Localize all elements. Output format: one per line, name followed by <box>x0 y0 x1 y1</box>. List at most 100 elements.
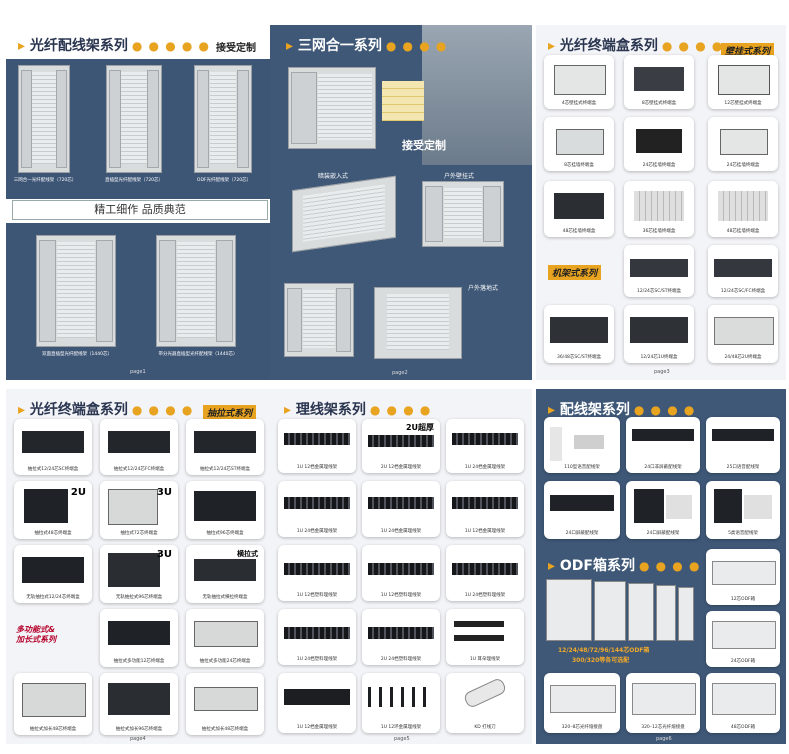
product-card: 24芯ODF箱 <box>706 611 780 667</box>
wall-series-tag: 壁挂式系列 <box>720 43 774 58</box>
product-card: 24口屏蔽配线架 <box>544 481 620 539</box>
product-card: 1U 12档塑料理线架 <box>362 545 440 601</box>
title-dots: ● ● ● ● ● <box>131 39 210 53</box>
product-card: 320–8芯光纤熔接盘 <box>544 673 620 733</box>
product-card: 抽拉式加长48芯终端盒 <box>14 673 92 735</box>
product-card: 25口语音配线架 <box>706 417 780 473</box>
cabinet-caption: ODF光纤配线架（720芯） <box>196 178 252 183</box>
product-card: 5类语音配线架 <box>706 481 780 539</box>
cabinet-caption: 双面直插型光纤配线架（1440芯） <box>42 352 112 357</box>
product-card: 抽拉式加长48芯终端盒 <box>186 673 264 735</box>
product-card: 2U 24档塑料理线架 <box>362 609 440 665</box>
cabinet-caption: 直插型光纤配线架（720芯） <box>104 178 164 183</box>
product-card: 1U 24档塑料理线架 <box>278 609 356 665</box>
product-card: 1U 12档金属理线架 <box>278 419 356 473</box>
cabinet-image <box>36 235 116 347</box>
drawer-series-tag: 抽拉式系列 <box>202 405 256 420</box>
recessed-box <box>292 175 396 253</box>
page-number: page1 <box>130 369 146 375</box>
product-card: 1U 24档金属理线架 <box>446 419 524 473</box>
panel2-title: ▸ 三网合一系列● ● ● ● <box>286 38 448 54</box>
panel-triple-network: ▸ 三网合一系列● ● ● ● 接受定制 暗装嵌入式 户外壁挂式 户外落地式 p… <box>270 25 532 380</box>
product-card: 横拉式无轨抽拉式横拉终端盒 <box>186 545 264 603</box>
custom-badge: 接受定制 <box>216 43 256 54</box>
product-card: 8芯挂墙终端盒 <box>544 117 614 171</box>
product-card: 36/48芯SC/ST终端盒 <box>544 305 614 363</box>
panel-fiber-distribution-frame: ▸ 光纤配线架系列● ● ● ● ● 接受定制 三网合一光纤配线架（720芯） … <box>6 25 270 380</box>
product-card: 48芯挂墙终端盒 <box>708 181 778 237</box>
product-card: 48芯挂墙终端盒 <box>544 181 614 237</box>
panel6-title: ▸ 配线架系列● ● ● ● <box>548 402 696 418</box>
title-marker-icon: ▸ <box>548 38 560 54</box>
custom-label: 接受定制 <box>402 139 446 152</box>
size-badge: 2U <box>70 487 86 498</box>
title-dots: ● ● ● ● <box>131 403 194 417</box>
title-marker-icon: ▸ <box>548 402 560 418</box>
product-card: 48芯ODF箱 <box>706 673 780 733</box>
product-card: 12/24芯1U终端盒 <box>624 305 694 363</box>
product-card: 抽拉式加长96芯终端盒 <box>100 673 178 735</box>
cabinet-caption: 带分光器直插型光纤配线架（1440芯） <box>158 352 238 357</box>
product-card: 12/24芯SC/ST终端盒 <box>624 245 694 297</box>
product-card: 36芯挂墙终端盒 <box>624 181 694 237</box>
title-marker-icon: ▸ <box>18 38 30 54</box>
title-marker-icon: ▸ <box>548 558 560 574</box>
cabinet-band-bottom: 双面直插型光纤配线架（1440芯） 带分光器直插型光纤配线架（1440芯） pa… <box>6 223 270 380</box>
cabinet-image <box>156 235 236 347</box>
panel1-title: ▸ 光纤配线架系列● ● ● ● ● <box>18 38 210 54</box>
size-badge: 3U <box>156 487 172 498</box>
product-card: 1U 24档金属理线架 <box>278 481 356 537</box>
product-card: 抽拉式12/24芯FC终端盒 <box>100 419 178 475</box>
product-card: 24芯挂墙终端盒 <box>708 117 778 171</box>
panel5-title: ▸ 理线架系列● ● ● ● <box>284 402 432 418</box>
odf-box-group <box>546 579 696 641</box>
page-number: page4 <box>130 736 146 742</box>
outdoor-floor-box <box>284 283 354 357</box>
cabinet-image <box>106 65 162 173</box>
title-dots: ● ● ● ● <box>639 559 701 573</box>
product-card: 抽拉式12/24芯ST终端盒 <box>186 419 264 475</box>
title-dots: ● ● ● ● <box>633 403 696 417</box>
outdoor-floor-box <box>374 287 462 359</box>
product-card: 24/48芯2U终端盒 <box>708 305 778 363</box>
product-card: 抽拉式多功能24芯终端盒 <box>186 609 264 667</box>
outdoor-floor-label: 户外落地式 <box>468 285 499 292</box>
product-card: 1U 耳朵理线架 <box>446 609 524 665</box>
panel-terminal-box-wall: ▸ 光纤终端盒系列● ● ● ● 壁挂式系列 4芯壁挂式终端盒 8芯壁挂式终端盒… <box>536 25 786 380</box>
size-badge: 横拉式 <box>237 550 258 558</box>
product-card: 12芯壁挂式终端盒 <box>708 55 778 109</box>
product-card: 无轨抽拉式12/24芯终端盒 <box>14 545 92 603</box>
multi-function-note: 多功能式&加长式系列 <box>16 625 56 644</box>
quality-band: 精工细作 品质典范 <box>12 200 268 220</box>
title-marker-icon: ▸ <box>286 38 298 54</box>
product-card: 抽拉式多功能12芯终端盒 <box>100 609 178 667</box>
product-card: 12/24芯SC/FC终端盒 <box>708 245 778 297</box>
page-number: page2 <box>392 370 408 376</box>
title-marker-icon: ▸ <box>18 402 30 418</box>
page-number: page5 <box>394 736 410 742</box>
product-card: 12芯ODF箱 <box>706 549 780 605</box>
panel3-title: ▸ 光纤终端盒系列● ● ● ● <box>548 38 724 54</box>
thickness-badge: 2U超厚 <box>405 423 434 432</box>
spec-table <box>382 81 424 121</box>
product-card: 1U 24档塑料理线架 <box>446 545 524 601</box>
product-card: 110型语音配线架 <box>544 417 620 473</box>
odf-title: ▸ ODF箱系列● ● ● ● <box>548 558 701 574</box>
product-card: 1U 12档塑料理线架 <box>278 545 356 601</box>
cabinet-backdrop <box>422 25 532 165</box>
product-card: 320–12芯光纤熔接盘 <box>626 673 700 733</box>
cabinet-image <box>18 65 70 173</box>
triple-network-box <box>288 67 376 149</box>
product-card: 抽拉式12/24芯SC终端盒 <box>14 419 92 475</box>
recessed-label: 暗装嵌入式 <box>318 173 349 180</box>
wall-mount-box <box>422 181 504 247</box>
title-marker-icon: ▸ <box>284 402 296 418</box>
cabinet-caption: 三网合一光纤配线架（720芯） <box>13 178 77 183</box>
title-dots: ● ● ● ● <box>661 39 724 53</box>
product-card: 1U 12档金属理线架 <box>446 481 524 537</box>
